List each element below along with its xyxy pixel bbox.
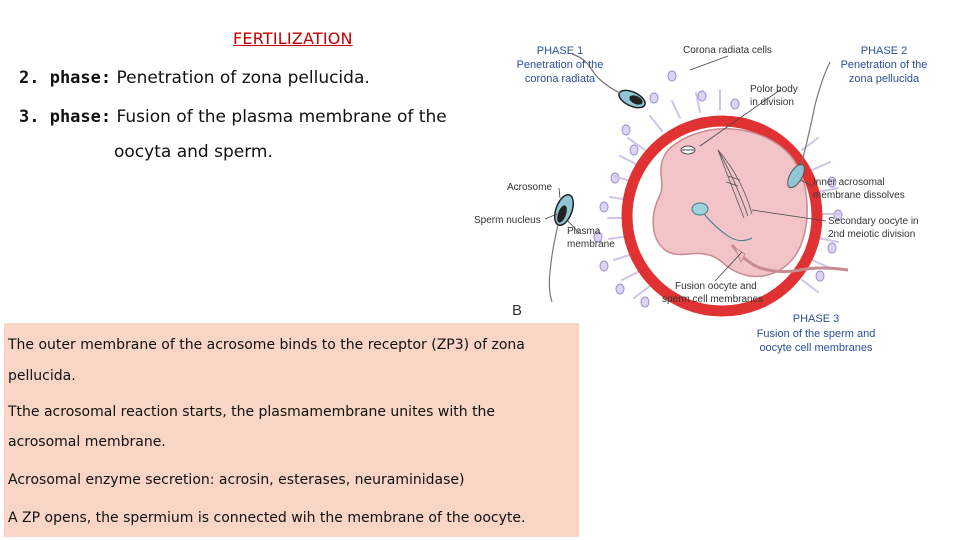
phase3-number: 3. phase: [19, 107, 112, 127]
note-line-6: A ZP opens, the spermium is connected wi… [8, 510, 526, 526]
phase3-sperm-tail [730, 244, 849, 274]
panel-letter: B [512, 302, 522, 319]
secondary-oocyte-line2: 2nd meiotic division [828, 229, 915, 240]
polar-body-line2: in division [750, 97, 794, 108]
phase2-sperm [787, 61, 831, 189]
corona-radiata-cells [593, 70, 843, 308]
note-line-4: acrosomal membrane. [8, 434, 166, 450]
phase2-number: 2. phase: [19, 68, 112, 88]
acrosome-sperm [548, 193, 575, 303]
phase3-continuation: oocyta and sperm. [114, 142, 273, 162]
note-line-1: The outer membrane of the acrosome binds… [8, 337, 525, 353]
inner-acrosomal-line1: Inner acrosomal [813, 177, 885, 188]
phase2-line1: Penetration of the [841, 59, 928, 71]
phase3-line: 3. phase: Fusion of the plasma membrane … [19, 107, 447, 127]
phase2-title: PHASE 2 [861, 45, 907, 57]
corona-fringe [607, 89, 841, 299]
phase3-title: PHASE 3 [793, 313, 839, 325]
inner-acrosomal-line2: membrane dissolves [813, 190, 905, 201]
note-line-2: pellucida. [8, 368, 76, 384]
phase2-line2: zona pellucida [849, 73, 920, 85]
notes-box: The outer membrane of the acrosome binds… [4, 323, 579, 537]
sperm-nucleus-label: Sperm nucleus [474, 215, 541, 226]
phase1-sperm [571, 53, 646, 109]
phase1-line1: Penetration of the [517, 59, 604, 71]
phase3-text: Fusion of the plasma membrane of the [111, 107, 447, 127]
sperm-nucleus-in-oocyte [691, 202, 753, 242]
phase3-line2: oocyte cell membranes [759, 342, 873, 354]
fusion-line2: sperm cell membranes [662, 294, 763, 305]
note-line-3: Tthe acrosomal reaction starts, the plas… [8, 404, 496, 420]
leader-lines [544, 55, 827, 282]
phase3-line1: Fusion of the sperm and [757, 328, 876, 340]
acrosome-label: Acrosome [507, 182, 552, 193]
note-line-5: Acrosomal enzyme secretion: acrosin, est… [8, 472, 465, 488]
plasma-line2: membrane [567, 239, 615, 250]
plasma-line1: Plasma [567, 226, 601, 237]
slide-title: FERTILIZATION [233, 29, 353, 48]
polar-body [680, 145, 696, 155]
phase1-line2: corona radiata [525, 73, 596, 85]
phase2-line: 2. phase: Penetration of zona pellucida. [19, 68, 370, 88]
phase1-title: PHASE 1 [537, 45, 583, 57]
meiotic-spindle [717, 149, 753, 219]
phase2-text: Penetration of zona pellucida. [111, 68, 370, 88]
corona-label: Corona radiata cells [683, 45, 772, 56]
secondary-oocyte-line1: Secondary oocyte in [828, 216, 919, 227]
polar-body-line1: Polor body [750, 84, 798, 95]
oocyte-cytoplasm [652, 128, 808, 278]
fusion-line1: Fusion oocyte and [675, 281, 757, 292]
